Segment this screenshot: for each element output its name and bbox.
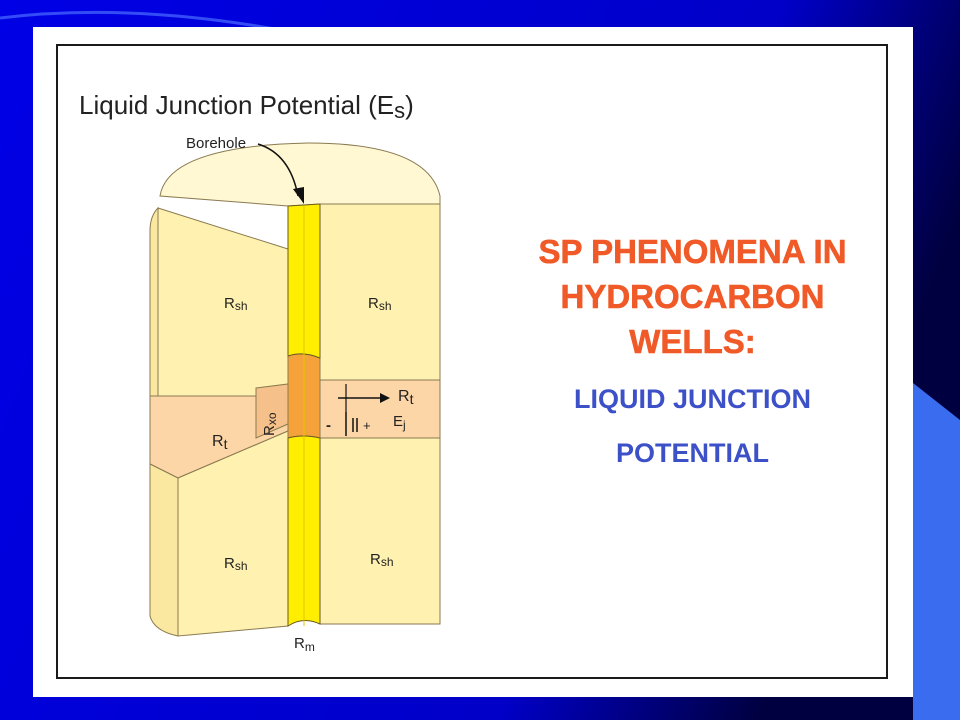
side-text-block: SP PHENOMENA IN HYDROCARBON WELLS: LIQUI… [495, 229, 890, 468]
subheading-line-1: LIQUID JUNCTION [573, 384, 811, 414]
label-rt-right: Rt [398, 388, 414, 407]
label-rsh-upper-right: Rsh [368, 295, 392, 313]
label-ej: Ej [393, 413, 406, 432]
diagram-title: Liquid Junction Potential (Es) [79, 90, 414, 123]
arrow-head-icon [293, 187, 304, 204]
subheading-line-2: POTENTIAL [616, 438, 769, 468]
current-arrow-head-icon [380, 393, 390, 403]
borehole-label: Borehole [186, 135, 246, 152]
heading-line-3: WELLS: [629, 323, 756, 361]
heading-line-2: HYDROCARBON [560, 278, 825, 316]
upper-shale-left-face [157, 207, 289, 397]
lower-shale-left-edge [149, 463, 179, 637]
slide-panel: Liquid Junction Potential (Es) [33, 27, 913, 697]
label-rt-left: Rt [212, 433, 228, 452]
formation-top-surface [159, 142, 441, 207]
sand-layer-right [319, 379, 441, 439]
label-rxo: Rxo [261, 412, 279, 436]
label-rm: Rm [294, 635, 315, 654]
lower-shale-right-face [319, 437, 441, 625]
minus-sign: - [326, 417, 331, 434]
plus-sign: + [363, 418, 371, 433]
heading-line-1: SP PHENOMENA IN [538, 233, 847, 271]
upper-shale-left-edge [149, 206, 159, 397]
corner-accent-shape [913, 383, 960, 720]
borehole-diagram: Liquid Junction Potential (Es) [79, 90, 441, 654]
label-rsh-lower-left: Rsh [224, 555, 248, 573]
content-frame: Liquid Junction Potential (Es) [56, 44, 888, 679]
label-rsh-upper-left: Rsh [224, 295, 248, 313]
label-rsh-lower-right: Rsh [370, 551, 394, 569]
upper-shale-right-face [319, 203, 441, 381]
